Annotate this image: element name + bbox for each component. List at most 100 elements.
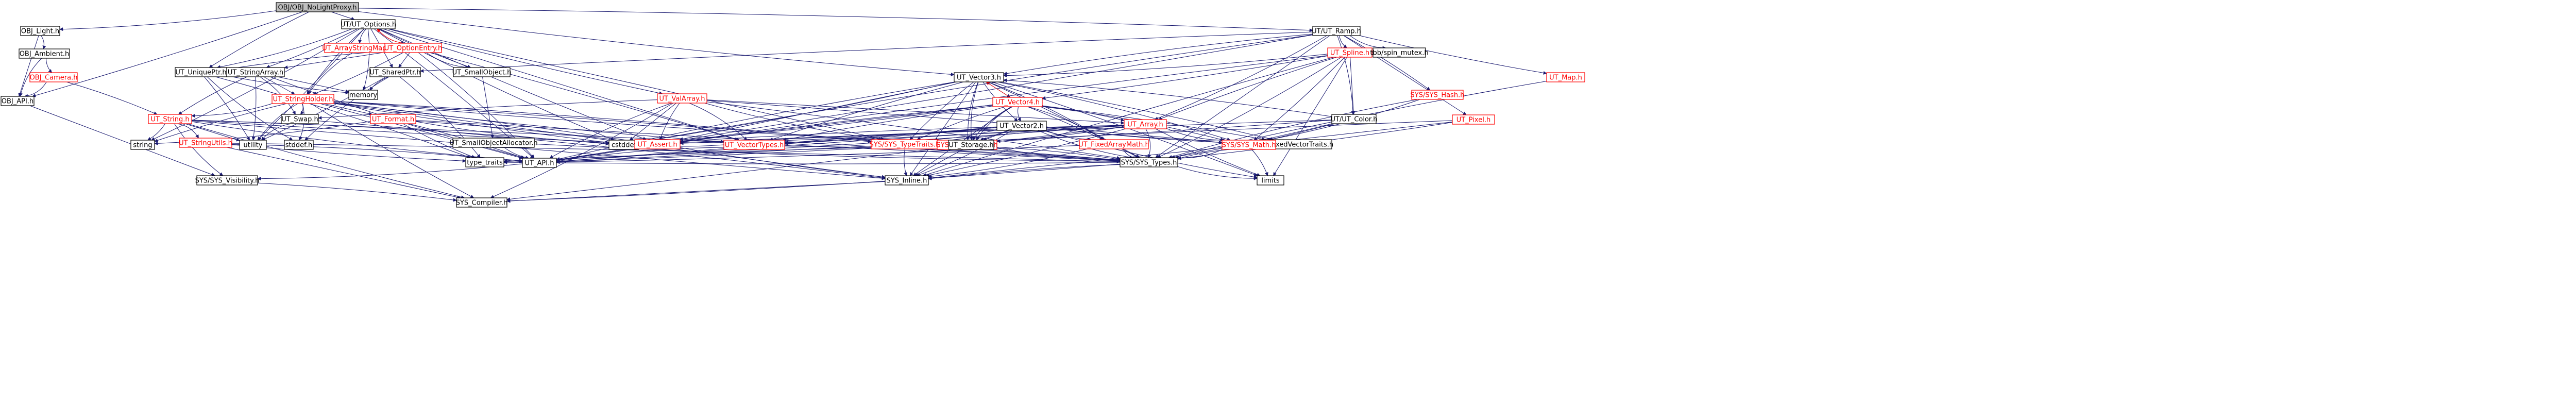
dependency-edge-vector4-typetraits <box>917 106 1006 140</box>
node-box-valarray <box>657 93 707 104</box>
dependency-edge-vector4-vector2 <box>1018 106 1021 122</box>
graph-node-ramp[interactable]: UT/UT_Ramp.h <box>1312 26 1361 36</box>
node-label-stddef: stddef.h <box>285 142 312 149</box>
node-label-vectortypes: UT_VectorTypes.h <box>725 142 784 149</box>
dependency-edge-stringutils-type_traits <box>231 144 466 163</box>
node-box-vector4 <box>992 97 1043 107</box>
dependency-edge-objambient-objapi <box>19 58 42 97</box>
node-label-memory: memory <box>349 92 378 99</box>
graph-node-storage[interactable]: UT_Storage.h <box>948 140 994 150</box>
dependency-edge-stringutils-systypes <box>231 143 1121 164</box>
node-box-vectortypes <box>723 140 785 150</box>
graph-node-format[interactable]: UT_Format.h <box>370 114 416 124</box>
graph-node-objlight[interactable]: OBJ_Light.h <box>20 26 60 36</box>
graph-node-utcolor[interactable]: UT/UT_Color.h <box>1331 114 1378 124</box>
graph-node-utapi[interactable]: UT_API.h <box>522 158 557 168</box>
dependency-edge-objambient-objcamera <box>45 58 52 73</box>
node-box-spline <box>1327 47 1372 58</box>
node-box-tbbmutex <box>1372 47 1426 58</box>
graph-node-vectortypes[interactable]: UT_VectorTypes.h <box>723 140 785 150</box>
graph-node-visibility[interactable]: SYS/SYS_Visibility.h <box>195 175 260 186</box>
node-label-format: UT_Format.h <box>372 116 414 124</box>
graph-node-sysmath[interactable]: SYS/SYS_Math.h <box>1222 140 1276 150</box>
graph-node-fixedvectortraits[interactable]: UT_FixedVectorTraits.h <box>1258 139 1333 149</box>
node-label-vector4: UT_Vector4.h <box>995 99 1040 107</box>
dependency-edge-deprecated-systypes <box>996 147 1121 162</box>
graph-node-typetraits[interactable]: SYS/SYS_TypeTraits.h <box>870 139 940 149</box>
node-box-objambient <box>19 48 70 59</box>
graph-node-utarray[interactable]: UT_Array.h <box>1124 119 1167 129</box>
graph-node-stringholder[interactable]: UT_StringHolder.h <box>272 94 334 104</box>
graph-node-valarray[interactable]: UT_ValArray.h <box>657 93 707 104</box>
dependency-edge-smallobjalloc-utapi <box>504 147 530 160</box>
graph-node-swap[interactable]: UT_Swap.h <box>281 114 319 124</box>
graph-node-spline[interactable]: UT_Spline.h <box>1327 47 1372 58</box>
graph-node-sharedptr[interactable]: UT_SharedPtr.h <box>369 67 421 77</box>
graph-node-optionentry[interactable]: UT_OptionEntry.h <box>384 43 442 53</box>
dependency-edge-spline-inline <box>922 57 1334 177</box>
graph-node-objambient[interactable]: OBJ_Ambient.h <box>19 48 70 59</box>
graph-node-systypes[interactable]: SYS/SYS_Types.h <box>1120 157 1178 167</box>
graph-node-cstddef[interactable]: cstddef <box>608 140 639 150</box>
dependency-edge-utstring-compiler <box>187 123 465 199</box>
dependency-edge-spline-utarray <box>1158 57 1337 120</box>
dependency-edge-utarray-inline <box>926 128 1126 177</box>
graph-node-stringarray[interactable]: UT_StringArray.h <box>226 67 285 77</box>
dependency-edge-vector4-fixedarraymath <box>1028 106 1104 140</box>
node-box-format <box>370 114 416 124</box>
dependency-edge-vector3-fixedvectortraits <box>1001 81 1275 141</box>
graph-node-vector2[interactable]: UT_Vector2.h <box>996 121 1047 131</box>
graph-node-compiler[interactable]: SYS_Compiler.h <box>456 197 508 208</box>
graph-node-smallobject[interactable]: UT_SmallObject.h <box>452 67 512 77</box>
dependency-edge-optionentry-vectortypes <box>429 52 738 141</box>
node-label-objlight: OBJ_Light.h <box>21 28 59 36</box>
graph-node-root[interactable]: OBJ/OBJ_NoLightProxy.h <box>276 2 359 12</box>
node-box-smallobject <box>453 67 511 77</box>
node-label-utpixel: UT_Pixel.h <box>1456 116 1490 124</box>
graph-node-utoptions[interactable]: UT/UT_Options.h <box>341 19 396 29</box>
dependency-edge-utstring-inline <box>191 121 886 180</box>
graph-node-smallobjalloc[interactable]: UT_SmallObjectAllocator.h <box>449 138 538 148</box>
dependency-edge-utstring-visibility <box>174 123 224 176</box>
graph-node-arraystringmap[interactable]: UT_ArrayStringMap.h <box>322 43 393 53</box>
graph-node-string[interactable]: string <box>130 140 155 150</box>
dependency-edge-objcamera-objapi <box>24 81 47 98</box>
dependency-edge-utcolor-sysmath <box>1267 123 1335 141</box>
dependency-edge-vector2-sysmath <box>1046 127 1223 144</box>
dependency-edge-vector4-utarray <box>1042 106 1125 122</box>
graph-node-utpixel[interactable]: UT_Pixel.h <box>1452 114 1495 125</box>
dependency-edge-objlight-objambient <box>41 35 46 49</box>
node-label-vector3: UT_Vector3.h <box>957 74 1001 82</box>
graph-node-vector4[interactable]: UT_Vector4.h <box>992 97 1043 107</box>
graph-node-objapi[interactable]: OBJ_API.h <box>1 96 35 106</box>
graph-node-utility[interactable]: utility <box>239 140 267 150</box>
graph-node-fixedarraymath[interactable]: UT_FixedArrayMath.h <box>1078 139 1149 149</box>
node-box-stringholder <box>272 94 334 104</box>
dependency-edge-sharedptr-utility <box>261 76 386 141</box>
dependency-edge-valarray-compiler <box>490 103 673 198</box>
graph-node-type_traits[interactable]: type_traits <box>465 157 504 167</box>
graph-node-syshash[interactable]: SYS/SYS_Hash.h <box>1411 90 1465 100</box>
node-box-systypes <box>1120 157 1178 167</box>
dependency-edge-format-cstddef <box>415 121 609 145</box>
dependency-edge-stringholder-utstring <box>191 103 273 118</box>
node-label-sysmath: SYS/SYS_Math.h <box>1222 142 1276 149</box>
graph-node-utmap[interactable]: UT_Map.h <box>1546 72 1585 82</box>
graph-node-objcamera[interactable]: OBJ_Camera.h <box>29 72 78 82</box>
graph-node-stringutils[interactable]: UT_StringUtils.h <box>179 138 232 148</box>
graph-node-vector3[interactable]: UT_Vector3.h <box>954 72 1004 82</box>
graph-node-utstring[interactable]: UT_String.h <box>148 114 192 124</box>
graph-node-inline[interactable]: SYS_Inline.h <box>885 175 929 186</box>
graph-node-assert[interactable]: UT_Assert.h <box>634 139 681 149</box>
graph-node-stddef[interactable]: stddef.h <box>284 140 314 150</box>
dependency-edge-ramp-utarray <box>1154 35 1327 120</box>
graph-node-limits[interactable]: limits <box>1257 175 1284 186</box>
dependency-edge-vector4-systypes <box>1027 106 1140 158</box>
node-box-stddef <box>284 140 314 150</box>
node-box-smallobjalloc <box>452 138 535 148</box>
graph-node-tbbmutex[interactable]: tbb/spin_mutex.h <box>1370 47 1429 58</box>
graph-node-uniqueptr[interactable]: UT_UniquePtr.h <box>175 67 227 77</box>
node-box-objlight <box>20 26 60 36</box>
graph-node-memory[interactable]: memory <box>348 90 378 100</box>
node-box-objcamera <box>29 72 78 82</box>
